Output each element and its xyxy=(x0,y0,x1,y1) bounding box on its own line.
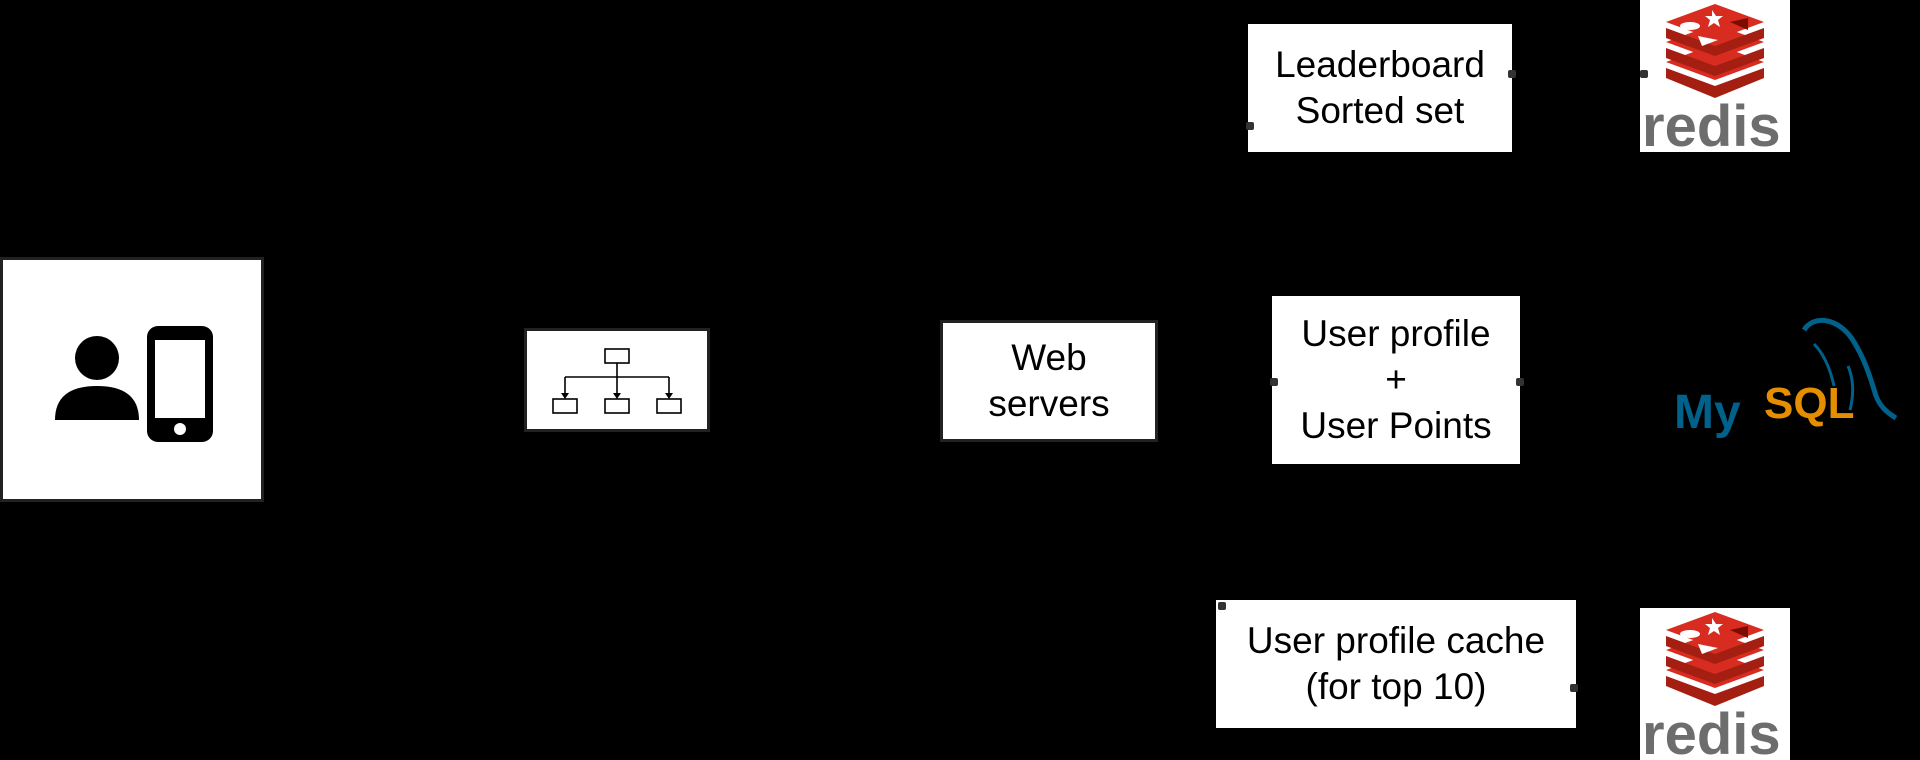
mysql-wordmark-my: My xyxy=(1674,386,1741,439)
mysql-logo-icon: My SQL xyxy=(1674,318,1898,439)
profile-cache-node: User profile cache (for top 10) xyxy=(1216,600,1576,728)
leaderboard-label-line-2: Sorted set xyxy=(1295,90,1465,131)
profile-cache-label-line-2: (for top 10) xyxy=(1305,666,1487,707)
redis-wordmark-bottom: redis xyxy=(1642,702,1781,760)
connector-endpoint xyxy=(1246,122,1254,130)
client-node xyxy=(0,257,264,502)
mysql-wordmark-sql: SQL xyxy=(1764,379,1854,428)
load-balancer-node xyxy=(524,328,710,432)
profile-cache-label-line-1: User profile cache xyxy=(1246,620,1546,661)
web-servers-node: Web servers xyxy=(940,320,1158,442)
connector-endpoint xyxy=(1570,684,1578,692)
hierarchy-icon xyxy=(552,348,682,414)
connector-endpoint xyxy=(1516,378,1524,386)
redis-logo-top: redis xyxy=(1640,0,1790,159)
user-profile-node: User profile + User Points xyxy=(1272,296,1520,464)
redis-logo-icon: redis xyxy=(1642,612,1781,760)
connector-endpoint xyxy=(1640,70,1648,78)
web-servers-label-line-2: servers xyxy=(988,383,1110,424)
user-profile-label-line-3: User Points xyxy=(1300,405,1492,446)
redis-wordmark-top: redis xyxy=(1642,94,1781,152)
leaderboard-label-line-1: Leaderboard xyxy=(1275,44,1485,85)
redis-logo-icon: redis xyxy=(1642,4,1781,159)
connector-endpoint xyxy=(1508,70,1516,78)
web-servers-label-line-1: Web xyxy=(1011,337,1087,378)
user-profile-label-line-1: User profile xyxy=(1301,313,1491,354)
redis-logo-bottom: redis xyxy=(1640,608,1790,760)
connector-endpoint xyxy=(1218,602,1226,610)
connector-endpoint xyxy=(1270,378,1278,386)
user-profile-label-line-2: + xyxy=(1385,359,1407,400)
leaderboard-node: Leaderboard Sorted set xyxy=(1248,24,1512,152)
user-mobile-icon xyxy=(55,326,213,442)
